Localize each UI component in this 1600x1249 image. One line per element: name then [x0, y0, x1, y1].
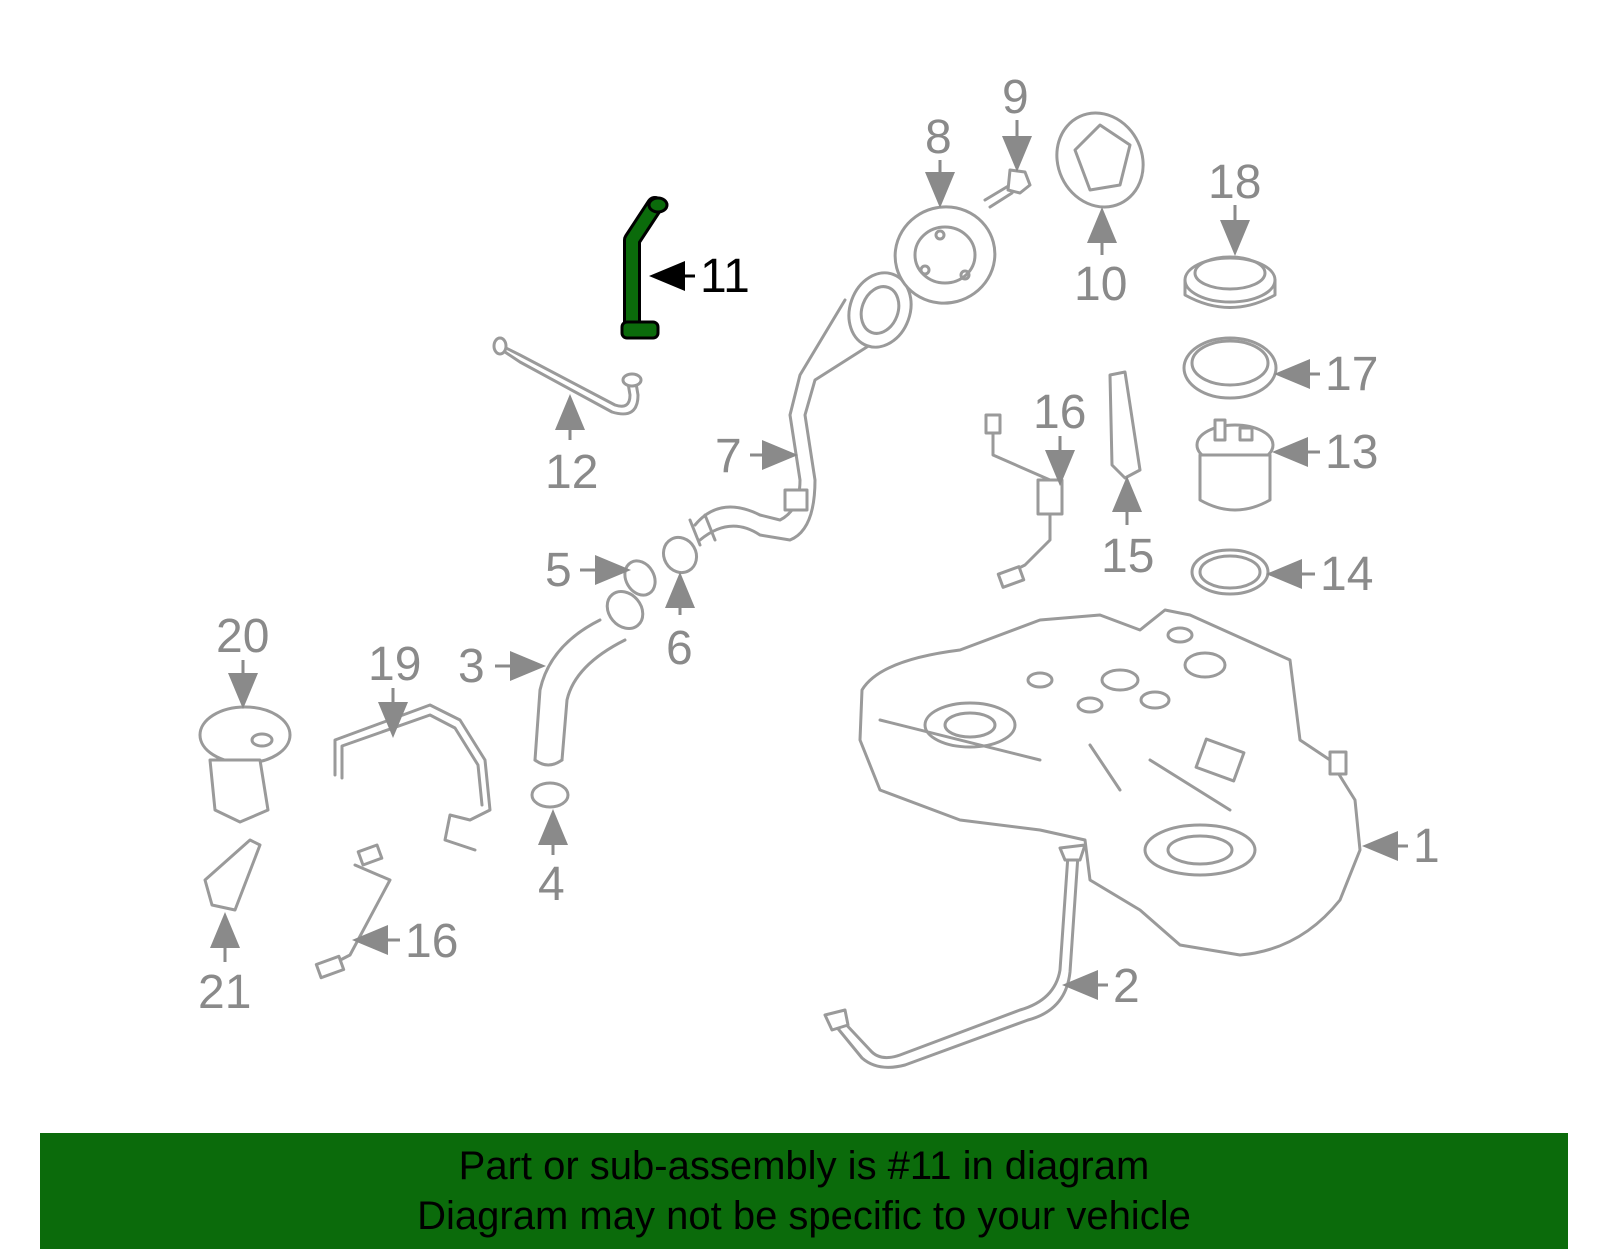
part-5-clamp[interactable]	[619, 555, 661, 600]
callout-19: 19	[368, 638, 421, 691]
callout-13: 13	[1325, 426, 1378, 479]
part-7-filler-neck[interactable]	[688, 264, 921, 547]
callout-11: 11	[700, 250, 750, 303]
parts-diagram: 1 2 3 4 5 6 7 8 9 10 11 12 13 14 15 16 1…	[198, 71, 1440, 1069]
callout-arrows	[210, 120, 1408, 1000]
part-11-hose[interactable]	[620, 196, 669, 340]
part-8-housing[interactable]	[884, 196, 1005, 315]
part-4-ring[interactable]	[530, 781, 570, 809]
info-banner: Part or sub-assembly is #11 in diagram D…	[40, 1133, 1568, 1249]
callout-1: 1	[1413, 820, 1440, 873]
part-9-bolt[interactable]	[983, 168, 1032, 209]
part-10-cap[interactable]	[1042, 99, 1159, 222]
part-14-seal[interactable]	[1190, 548, 1270, 596]
callout-7: 7	[715, 430, 742, 483]
part-16-sender-right[interactable]	[984, 413, 1064, 589]
callout-16-left: 16	[405, 915, 458, 968]
part-15-bracket[interactable]	[1108, 370, 1142, 480]
part-3-hose[interactable]	[533, 584, 650, 767]
callout-6: 6	[666, 622, 693, 675]
banner-line-1: Part or sub-assembly is #11 in diagram	[458, 1144, 1150, 1188]
callout-2: 2	[1113, 960, 1140, 1013]
callout-8: 8	[925, 111, 952, 164]
callout-21: 21	[198, 966, 251, 1019]
callout-numbers: 1 2 3 4 5 6 7 8 9 10 11 12 13 14 15 16 1…	[198, 71, 1440, 1019]
callout-14: 14	[1320, 548, 1373, 601]
callout-12: 12	[545, 446, 598, 499]
callout-10: 10	[1074, 258, 1127, 311]
part-1-tank[interactable]	[858, 608, 1362, 957]
part-2-strap[interactable]	[823, 843, 1087, 1069]
part-18-lock-ring[interactable]	[1183, 255, 1277, 309]
part-16-sender-left[interactable]	[314, 843, 392, 980]
callout-4: 4	[538, 858, 565, 911]
callout-15: 15	[1101, 530, 1154, 583]
callout-17: 17	[1325, 348, 1378, 401]
part-19-pipe[interactable]	[333, 703, 492, 852]
callout-9: 9	[1002, 71, 1029, 124]
part-6-clamp[interactable]	[657, 531, 703, 578]
callout-5: 5	[545, 544, 572, 597]
part-17-gasket[interactable]	[1182, 336, 1278, 400]
part-13-pump[interactable]	[1195, 418, 1275, 512]
banner-line-2: Diagram may not be specific to your vehi…	[417, 1194, 1191, 1238]
part-21-bracket[interactable]	[203, 838, 262, 912]
part-12-pipe[interactable]	[492, 336, 643, 416]
callout-3: 3	[458, 640, 485, 693]
part-20-pump-base[interactable]	[198, 705, 292, 824]
callout-18: 18	[1208, 156, 1261, 209]
callout-20: 20	[216, 610, 269, 663]
callout-16-right: 16	[1033, 386, 1086, 439]
